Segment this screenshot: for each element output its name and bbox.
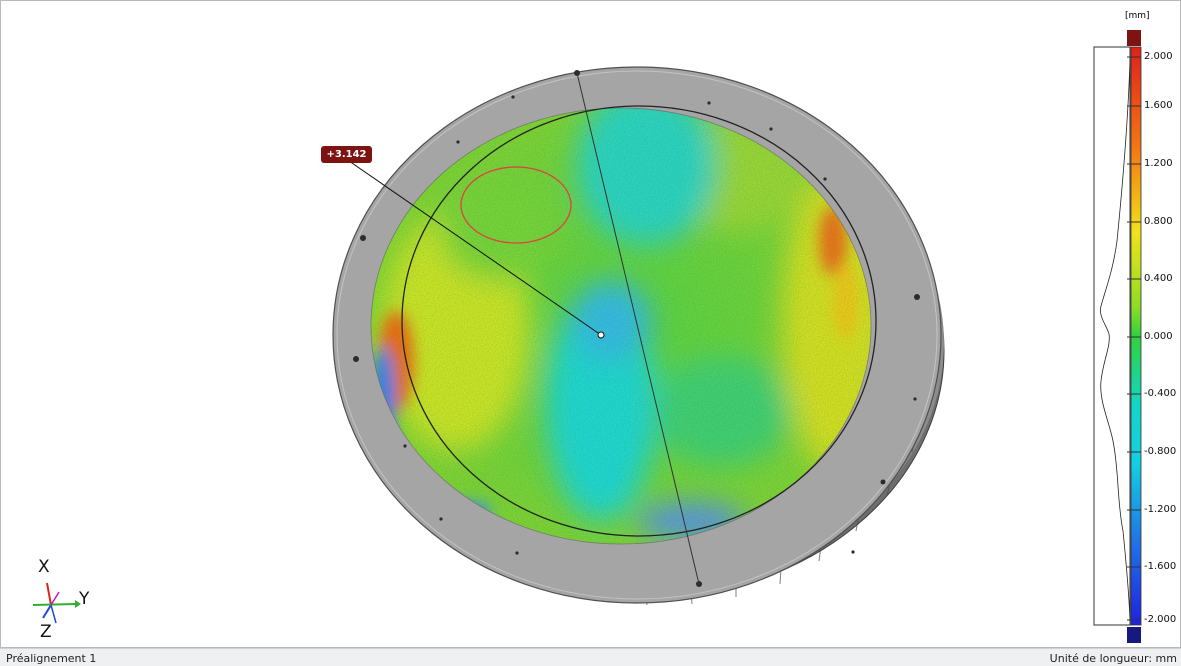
scale-tick-label: -0.400 xyxy=(1144,388,1177,399)
contour-circle xyxy=(401,105,877,537)
axis-y-label: Y xyxy=(79,589,90,609)
scale-tick-label: -1.600 xyxy=(1144,561,1177,572)
deviation-scene[interactable] xyxy=(1,1,1181,648)
deviation-callout-label[interactable]: +3.142 xyxy=(321,146,372,163)
3d-viewport[interactable]: [mm] 2.000 1.600 1.200 0.800 0.400 0.000… xyxy=(0,0,1181,648)
scale-tick-label: 1.600 xyxy=(1144,100,1173,111)
callout-point[interactable] xyxy=(597,331,605,339)
scale-tick-label: 1.200 xyxy=(1144,158,1173,169)
axis-x-label: X xyxy=(38,557,50,577)
scale-tick-label: -2.000 xyxy=(1144,614,1177,625)
flange-holes xyxy=(353,70,920,587)
length-unit-status: Unité de longueur: mm xyxy=(1049,652,1177,665)
scale-unit-label: [mm] xyxy=(1125,11,1150,21)
scale-tick-label: 0.000 xyxy=(1144,331,1173,342)
scale-tick-label: -1.200 xyxy=(1144,504,1177,515)
scale-tick-label: 2.000 xyxy=(1144,51,1173,62)
scale-tick-label: 0.800 xyxy=(1144,216,1173,227)
scale-tick-label: -0.800 xyxy=(1144,446,1177,457)
deviation-colormap xyxy=(371,108,871,544)
axis-z-label: Z xyxy=(40,622,52,642)
axis-triad xyxy=(32,582,81,624)
diameter-line xyxy=(576,72,700,585)
highlight-ellipse[interactable] xyxy=(460,166,572,244)
scale-tick-label: 0.400 xyxy=(1144,273,1173,284)
color-scale-bar xyxy=(1093,30,1142,643)
alignment-status: Préalignement 1 xyxy=(6,652,97,665)
status-bar: Préalignement 1 Unité de longueur: mm xyxy=(0,648,1181,666)
callout-leader xyxy=(348,160,602,336)
